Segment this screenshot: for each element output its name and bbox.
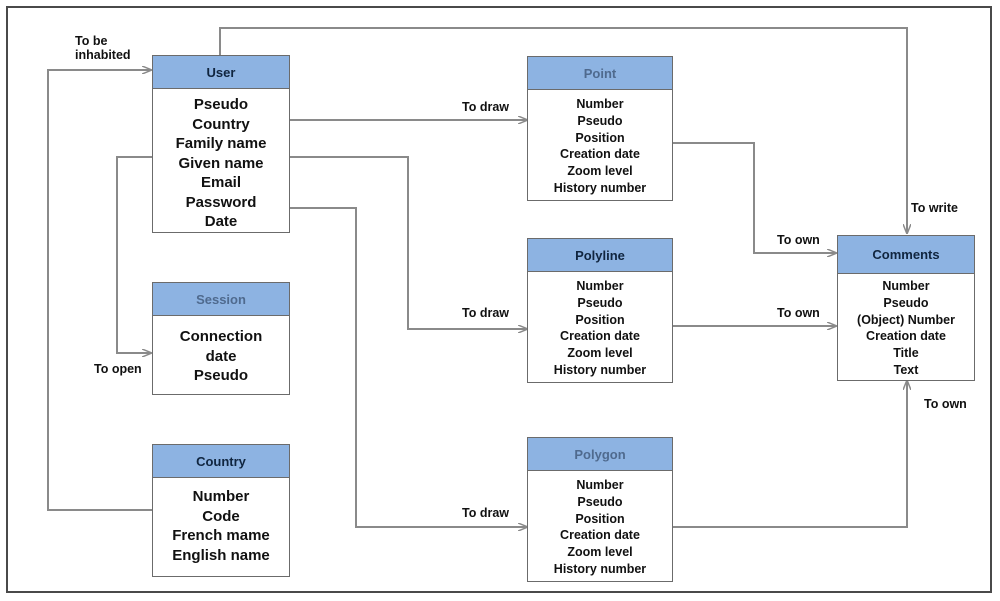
label-to-write: To write	[911, 201, 958, 215]
attribute: Number	[576, 478, 624, 492]
attribute: Pseudo	[577, 295, 623, 310]
attribute: Position	[575, 511, 625, 526]
attribute: Creation date	[866, 329, 946, 344]
attribute: Password	[185, 193, 257, 211]
attribute: Zoom level	[567, 164, 633, 179]
attribute: Email	[200, 174, 242, 191]
attribute: Creation date	[560, 147, 640, 162]
attribute: Position	[575, 130, 625, 145]
entity-country-title: Country	[153, 445, 289, 478]
label-to-be-inhabited: To be inhabited	[75, 34, 131, 62]
attribute: Number	[576, 279, 624, 293]
label-to-draw-point: To draw	[462, 100, 509, 114]
attribute: Number	[192, 488, 250, 505]
entity-user-title: User	[153, 56, 289, 89]
attribute: History number	[553, 362, 647, 377]
attribute: Pseudo	[193, 367, 249, 384]
entity-session-title: Session	[153, 283, 289, 316]
connector-user-polyline	[290, 156, 527, 329]
attribute: Family name	[175, 135, 267, 152]
attribute: Position	[575, 312, 625, 327]
label-to-own-polygon: To own	[924, 397, 967, 411]
connector-country-user	[47, 70, 152, 511]
entity-polyline: Polyline Number Pseudo Position Creation…	[527, 238, 673, 383]
attribute: date	[205, 347, 237, 365]
entity-point-title: Point	[528, 57, 672, 90]
entity-point: Point Number Pseudo Position Creation da…	[527, 56, 673, 201]
attribute: Pseudo	[577, 113, 623, 128]
label-to-draw-polyline: To draw	[462, 306, 509, 320]
entity-country: Country Number Code French mame English …	[152, 444, 290, 577]
attribute: History number	[553, 180, 647, 195]
label-to-draw-polygon: To draw	[462, 506, 509, 520]
entity-comments: Comments Number Pseudo (Object) Number C…	[837, 235, 975, 381]
label-to-own-point: To own	[777, 233, 820, 247]
connector-point-comments	[673, 142, 836, 253]
attribute: Number	[576, 97, 624, 111]
attribute: History number	[553, 561, 647, 576]
entity-session: Session Connection date Pseudo	[152, 282, 290, 395]
entity-user: User Pseudo Country Family name Given na…	[152, 55, 290, 233]
entity-polyline-title: Polyline	[528, 239, 672, 272]
connector-polygon-comments	[673, 381, 907, 528]
attribute: Connection	[179, 328, 263, 345]
connector-user-session	[116, 156, 152, 353]
attribute: Given name	[178, 154, 264, 172]
attribute: Pseudo	[193, 96, 249, 113]
attribute: Zoom level	[567, 545, 633, 560]
attribute: Pseudo	[883, 295, 929, 310]
entity-polygon: Polygon Number Pseudo Position Creation …	[527, 437, 673, 582]
attribute: Date	[204, 213, 238, 230]
attribute: English name	[172, 546, 270, 564]
attribute: French mame	[172, 527, 270, 544]
attribute: Country	[192, 115, 250, 133]
attribute: Code	[202, 507, 240, 525]
attribute: Number	[882, 279, 930, 293]
label-to-open: To open	[94, 362, 142, 376]
entity-polygon-title: Polygon	[528, 438, 672, 471]
attribute: Zoom level	[567, 346, 633, 361]
connector-user-comments	[219, 27, 907, 233]
label-to-own-polyline: To own	[777, 306, 820, 320]
attribute: Creation date	[560, 329, 640, 344]
attribute: Creation date	[560, 528, 640, 543]
attribute: Title	[893, 346, 919, 361]
entity-comments-title: Comments	[838, 236, 974, 274]
attribute: (Object) Number	[857, 312, 955, 327]
connector-user-polygon	[290, 207, 527, 527]
attribute: Text	[893, 362, 919, 377]
attribute: Pseudo	[577, 494, 623, 509]
